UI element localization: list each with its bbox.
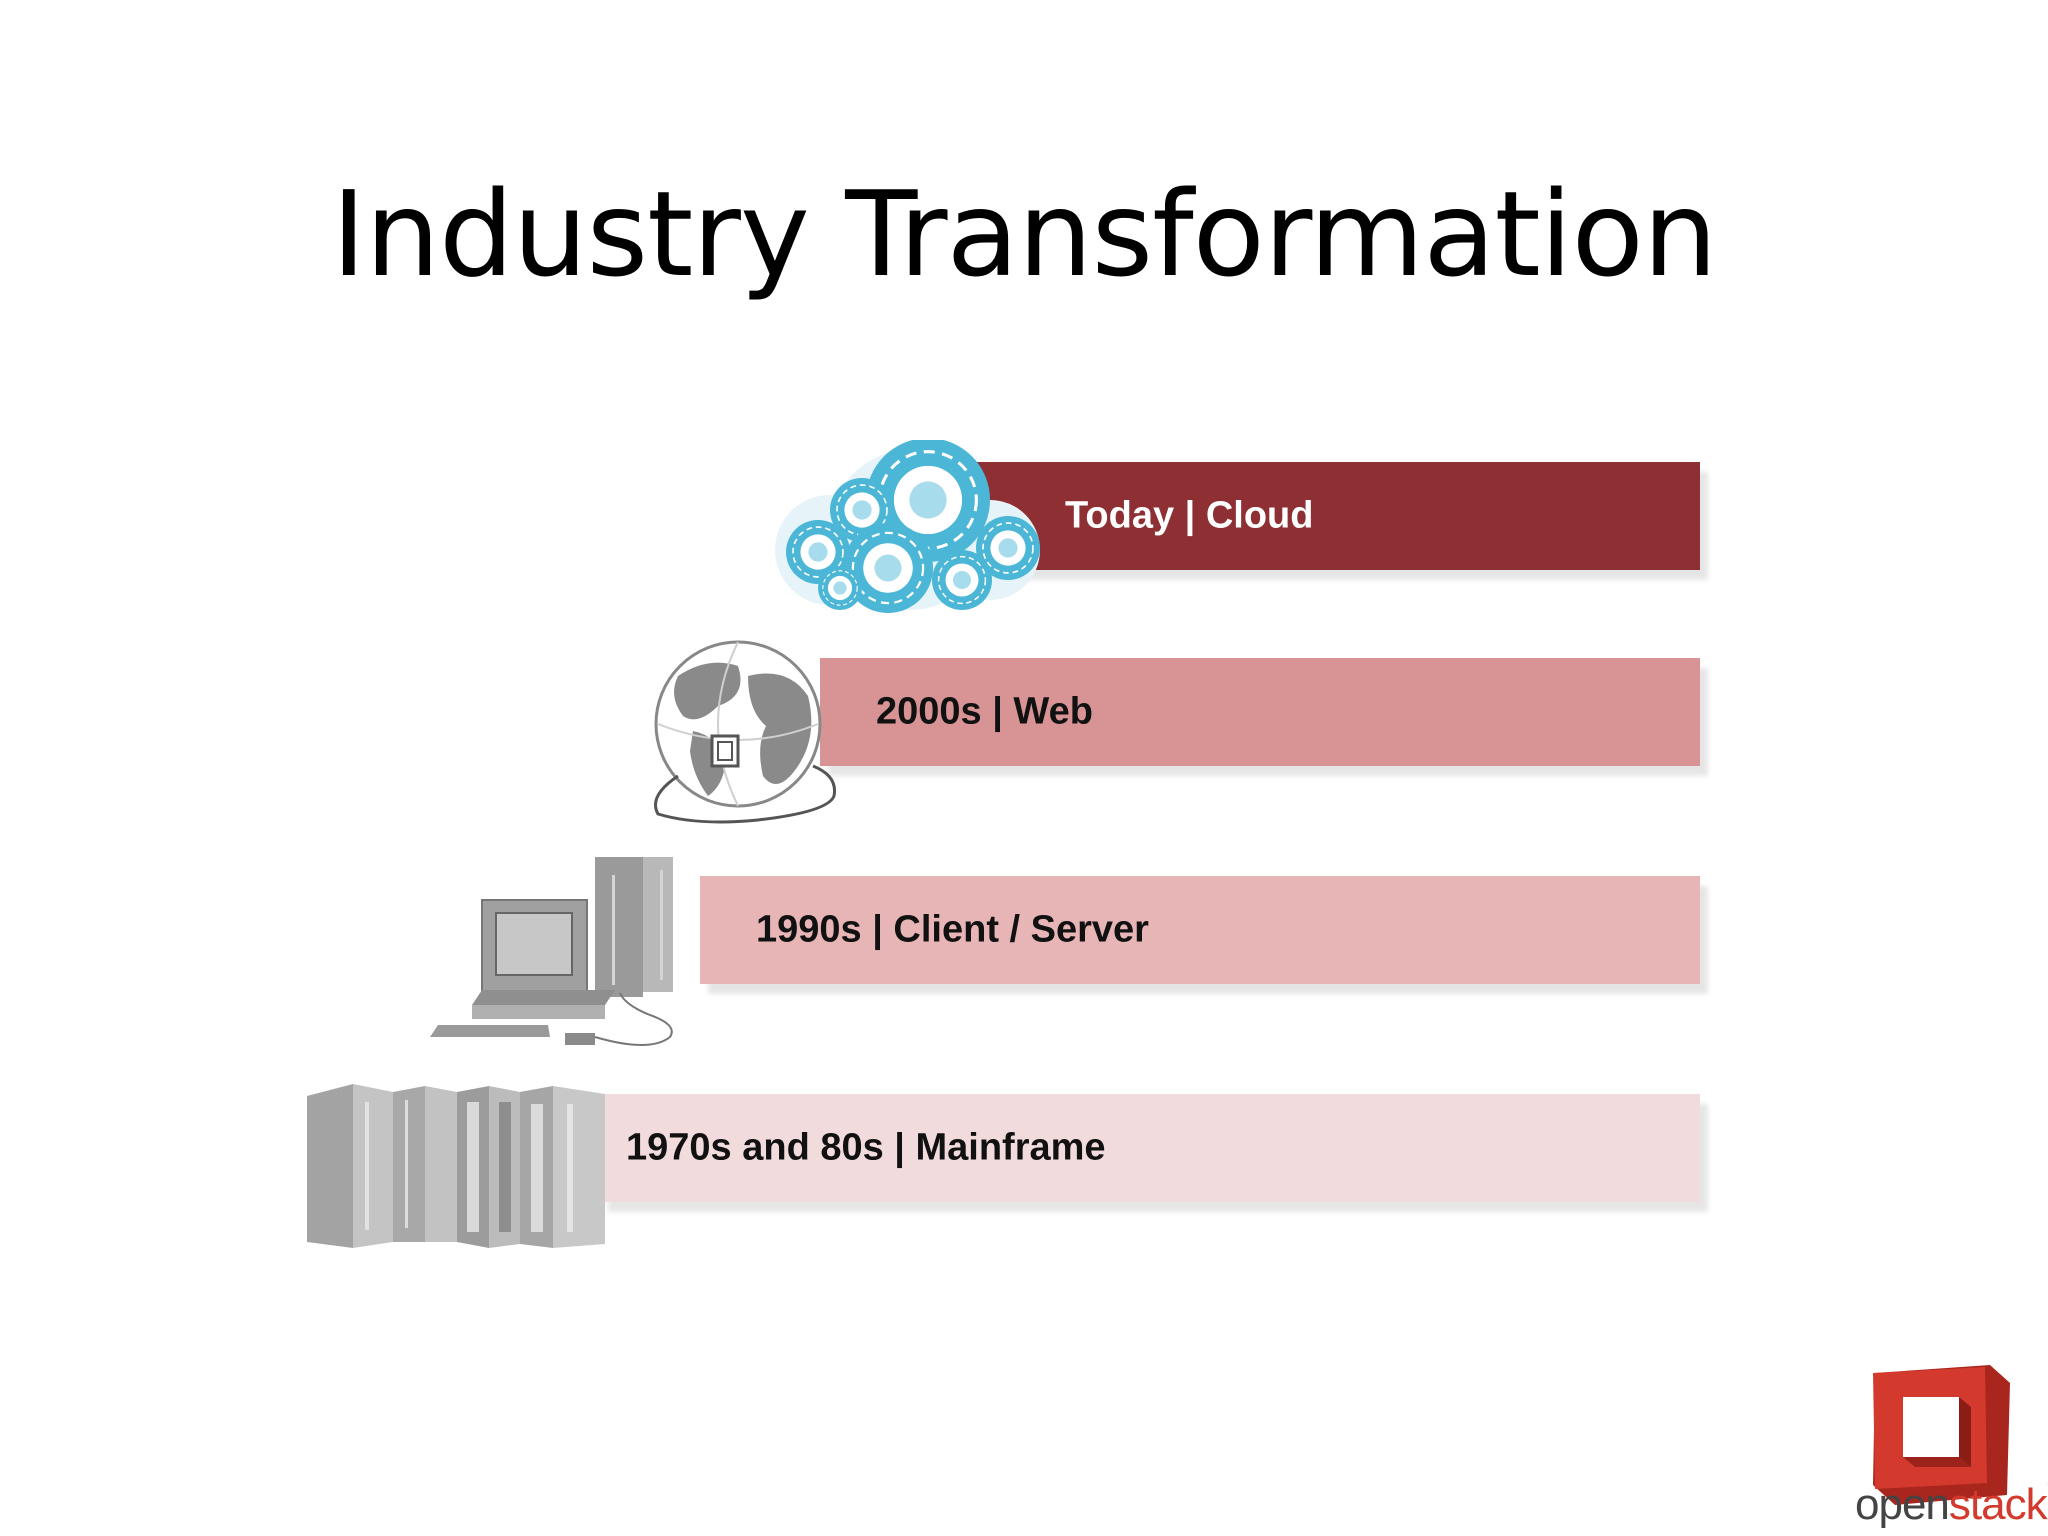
era-band-mainframe: 1970s and 80s | Mainframe	[600, 1094, 1700, 1202]
era-label-client-server: 1990s | Client / Server	[756, 908, 1149, 951]
openstack-logo-icon	[1873, 1365, 2010, 1505]
cloud-icon	[770, 440, 1050, 625]
globe-icon	[654, 640, 837, 824]
era-label-cloud: Today | Cloud	[1065, 494, 1314, 537]
slide-title: Industry Transformation	[331, 165, 1717, 303]
era-band-cloud: Today | Cloud	[960, 462, 1700, 570]
mainframe-icon	[307, 1084, 605, 1248]
era-band-client-server: 1990s | Client / Server	[700, 876, 1700, 984]
era-band-web: 2000s | Web	[820, 658, 1700, 766]
logo-text-stack: stack	[1948, 1480, 2048, 1529]
era-label-web: 2000s | Web	[876, 690, 1093, 733]
openstack-wordmark: openstack™	[1855, 1480, 2048, 1530]
era-label-mainframe: 1970s and 80s | Mainframe	[626, 1126, 1106, 1169]
logo-trademark: ™	[2047, 1480, 2048, 1494]
logo-text-open: open	[1855, 1480, 1950, 1529]
client-server-icon	[430, 857, 673, 1046]
